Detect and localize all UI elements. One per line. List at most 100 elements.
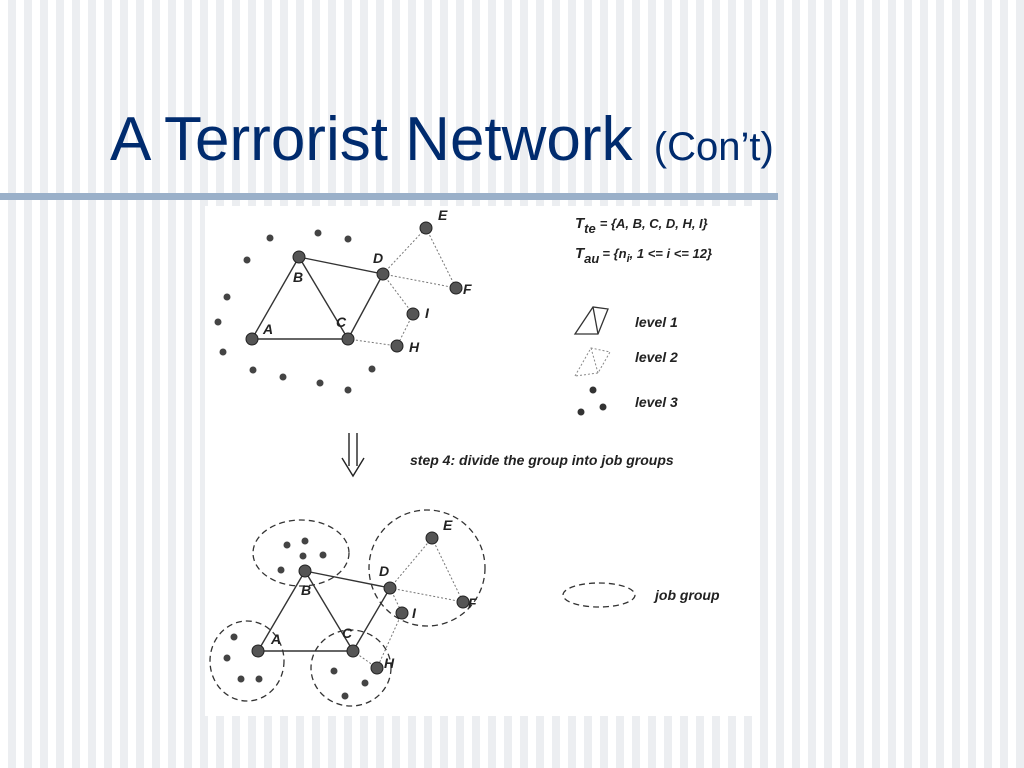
bottom-label-f: F — [468, 595, 477, 611]
formula-te-set: = {A, B, C, D, H, I} — [600, 216, 708, 231]
top-label-f: F — [463, 281, 472, 297]
top-dot — [243, 256, 251, 264]
top-level1-edges — [251, 256, 384, 340]
bottom-label-c: C — [342, 625, 353, 641]
formula-au-set: = {n — [602, 246, 626, 261]
bottom-node-h — [370, 661, 384, 675]
top-dot — [279, 373, 287, 381]
formula-te: Tte = {A, B, C, D, H, I} — [575, 215, 708, 236]
bottom-node-f — [456, 595, 470, 609]
edge-d-f — [389, 587, 464, 603]
bottom-level1-edges — [257, 570, 391, 652]
top-node-c — [341, 332, 355, 346]
top-label-d: D — [373, 250, 383, 266]
top-label-c: C — [336, 314, 347, 330]
top-dot — [344, 235, 352, 243]
top-dot — [214, 318, 222, 326]
bottom-dot — [223, 654, 231, 662]
formula-au: Tau= {ni, 1 <= i <= 12} — [575, 245, 712, 266]
top-dot — [344, 386, 352, 394]
top-dot — [223, 293, 231, 301]
bottom-dot — [230, 633, 238, 641]
edge-d-f — [382, 273, 457, 289]
top-label-h: H — [409, 339, 420, 355]
bottom-level3-dots — [223, 537, 369, 700]
top-label-a: A — [262, 321, 273, 337]
top-dot — [266, 234, 274, 242]
bottom-dot — [283, 541, 291, 549]
top-nodes — [245, 221, 463, 353]
top-dot — [368, 365, 376, 373]
bottom-dot — [277, 566, 285, 574]
edge-b-c — [298, 256, 349, 340]
top-level3-dots — [214, 229, 376, 394]
edge-d-e — [382, 227, 427, 275]
legend-level1-label: level 1 — [635, 314, 678, 330]
bottom-nodes — [251, 531, 470, 675]
top-node-labels: A B C D E F H I — [262, 207, 472, 355]
bottom-dot — [237, 675, 245, 683]
bottom-node-c — [346, 644, 360, 658]
edge-c-h — [347, 338, 398, 347]
bottom-label-b: B — [301, 582, 311, 598]
legend-level2-label: level 2 — [635, 349, 678, 365]
legend-level2-symbol — [574, 347, 611, 377]
top-level2-edges — [347, 227, 457, 347]
slide-title-main: A Terrorist Network — [110, 105, 633, 174]
formulas: Tte = {A, B, C, D, H, I} Tau= {ni, 1 <= i… — [575, 215, 712, 266]
edge-b-a — [251, 256, 300, 340]
legend-level3-symbol — [577, 386, 607, 416]
bottom-node-b — [298, 564, 312, 578]
edge-b-d — [304, 570, 391, 589]
legend-level1-symbol — [573, 306, 609, 335]
formula-au-label: T — [575, 245, 586, 262]
top-network: A B C D E F H I — [214, 207, 472, 394]
edge-b-a — [257, 570, 306, 652]
bottom-label-d: D — [379, 563, 389, 579]
top-node-e — [419, 221, 433, 235]
formula-te-label: T — [575, 215, 586, 232]
job-group-left — [209, 620, 285, 702]
top-dot — [249, 366, 257, 374]
job-group-right — [368, 509, 486, 627]
edge-e-f — [425, 227, 457, 289]
bottom-node-e — [425, 531, 439, 545]
legend-job-group-label: job group — [653, 587, 720, 603]
title-divider — [0, 193, 778, 200]
edge-d-e — [389, 537, 433, 589]
legend: level 1 level 2 level 3 — [573, 306, 678, 416]
bottom-dot — [255, 675, 263, 683]
edge-e-f — [431, 537, 464, 603]
formula-au-sub: au — [584, 251, 599, 266]
edge-c-d — [352, 587, 391, 652]
network-diagram: A B C D E F H I Tte = {A, B, C, D, H, I} … — [205, 206, 760, 716]
network-diagram-svg: A B C D E F H I Tte = {A, B, C, D, H, I} … — [209, 207, 720, 707]
bottom-network: A B C D E F H I — [209, 509, 486, 707]
slide-title-suffix: (Con’t) — [653, 125, 774, 169]
bottom-dot — [330, 667, 338, 675]
top-node-a — [245, 332, 259, 346]
top-node-i — [406, 307, 420, 321]
edge-d-i — [382, 273, 414, 315]
top-label-e: E — [438, 207, 448, 223]
top-node-f — [449, 281, 463, 295]
job-group-top-left — [252, 519, 350, 587]
slide-title: A Terrorist Network (Con’t) — [110, 104, 774, 175]
bottom-node-d — [383, 581, 397, 595]
formula-te-sub: te — [584, 221, 596, 236]
bottom-dot — [319, 551, 327, 559]
edge-b-c — [304, 570, 354, 652]
double-down-arrow — [341, 433, 365, 478]
bottom-node-i — [395, 606, 409, 620]
job-group-bottom-mid — [310, 629, 392, 707]
edge-c-d — [347, 273, 384, 340]
legend-job-group-symbol — [562, 582, 636, 608]
bottom-dot — [299, 552, 307, 560]
bottom-label-h: H — [384, 655, 395, 671]
formula-au-set-rest: , 1 <= i <= 12} — [629, 246, 712, 261]
top-label-i: I — [425, 305, 430, 321]
edge-b-d — [298, 256, 384, 275]
top-node-h — [390, 339, 404, 353]
bottom-label-a: A — [270, 631, 281, 647]
formula-au-set-sub: i — [627, 253, 631, 265]
